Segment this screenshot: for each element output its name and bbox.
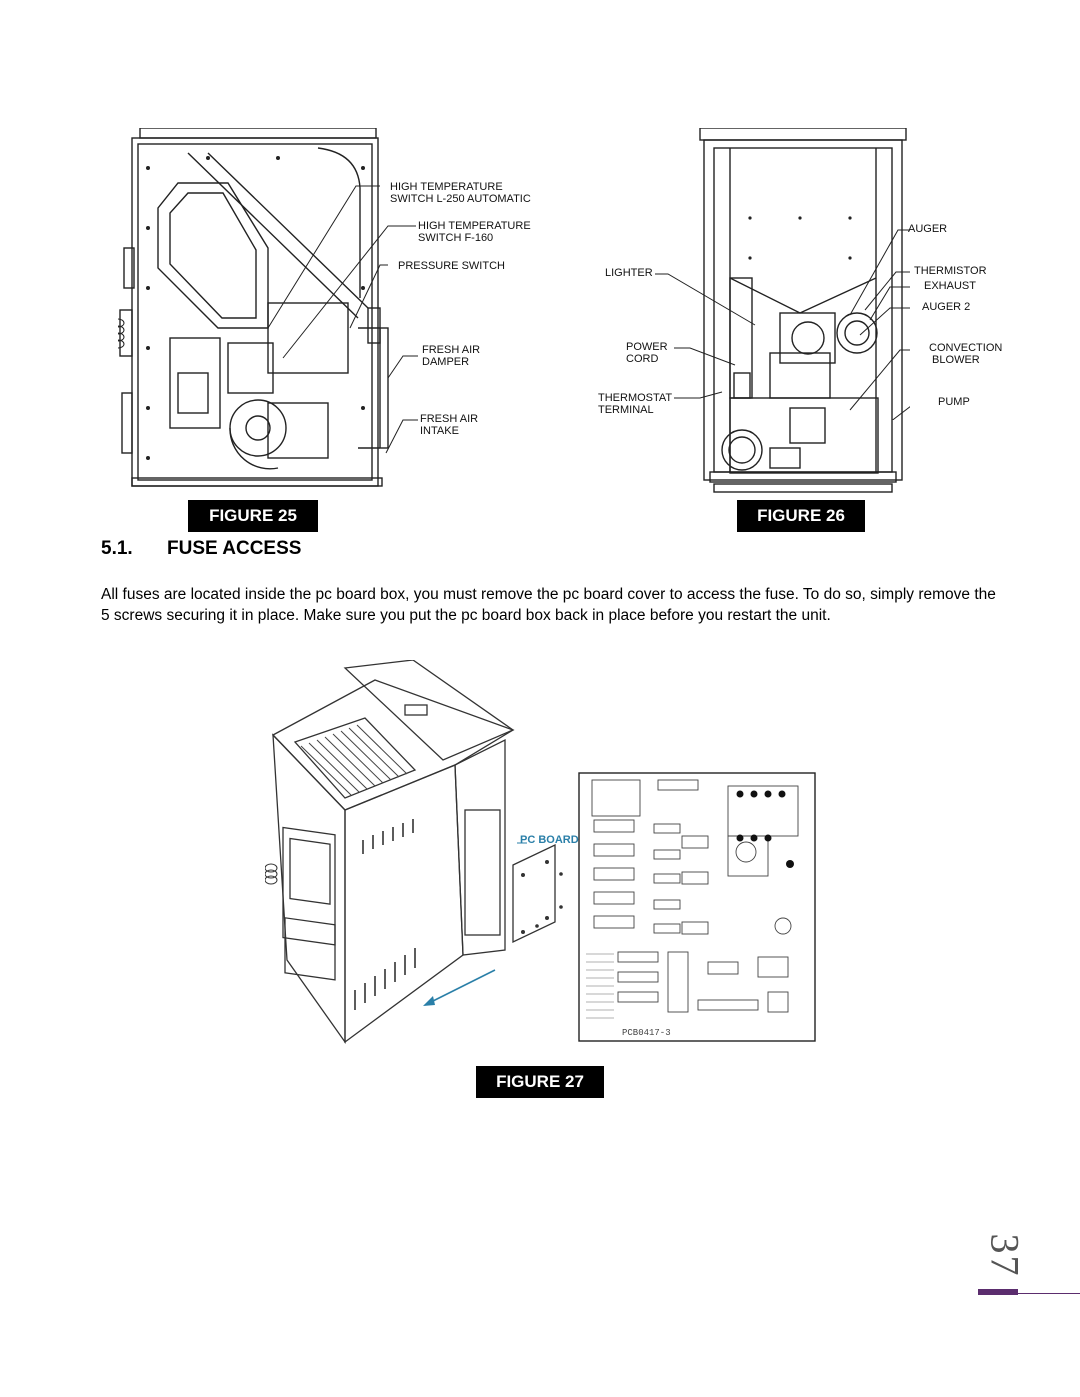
figure-25-drawing bbox=[118, 128, 418, 487]
pc-board-code: PCB0417-3 bbox=[622, 1028, 671, 1038]
callout-thermostat-terminal: THERMOSTAT TERMINAL bbox=[598, 392, 673, 416]
section-number: 5.1. bbox=[101, 538, 133, 559]
callout-pump: PUMP bbox=[938, 396, 970, 408]
callout-high-temp-switch-auto: HIGH TEMPERATURE SWITCH L-250 AUTOMATIC bbox=[390, 181, 531, 205]
figure-26-label: FIGURE 26 bbox=[737, 500, 865, 532]
figure-26-leaders bbox=[655, 229, 910, 420]
callout-convection-blower: CONVECTION BLOWER bbox=[929, 342, 1003, 366]
callout-auger: AUGER bbox=[908, 223, 948, 235]
figure-25-label: FIGURE 25 bbox=[188, 500, 318, 532]
section-title: FUSE ACCESS bbox=[167, 538, 302, 559]
figure-27-label: FIGURE 27 bbox=[476, 1066, 604, 1098]
callout-power-cord: POWER CORD bbox=[626, 341, 668, 365]
callout-fresh-air-intake: FRESH AIR INTAKE bbox=[420, 413, 479, 437]
pc-board-schematic bbox=[578, 772, 816, 1042]
page-footer-rule bbox=[1018, 1293, 1080, 1294]
callout-lighter: LIGHTER bbox=[605, 267, 653, 279]
callout-fresh-air-damper: FRESH AIR DAMPER bbox=[422, 344, 481, 368]
callout-exhaust: EXHAUST bbox=[924, 280, 976, 292]
page-number: 37 bbox=[982, 1233, 1028, 1278]
callout-pressure-switch: PRESSURE SWITCH bbox=[398, 260, 505, 272]
callout-auger-2: AUGER 2 bbox=[922, 301, 971, 313]
section-heading: 5.1. FUSE ACCESS bbox=[101, 538, 301, 560]
figure-27-stove-drawing bbox=[265, 660, 563, 1045]
callout-high-temp-switch-f160: HIGH TEMPERATURE SWITCH F-160 bbox=[418, 220, 531, 244]
section-body: All fuses are located inside the pc boar… bbox=[101, 586, 996, 624]
page-number-accent-bar bbox=[978, 1289, 1018, 1295]
pc-board-callout: PC BOARD bbox=[520, 834, 579, 846]
callout-thermistor: THERMISTOR bbox=[914, 265, 987, 277]
